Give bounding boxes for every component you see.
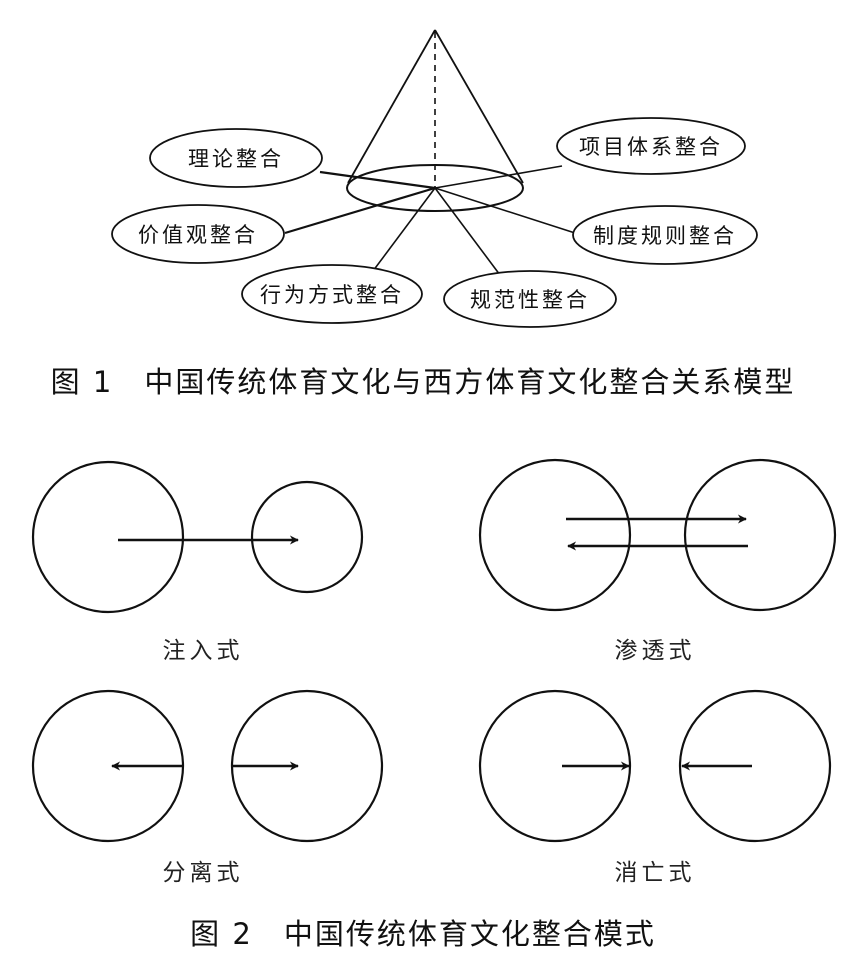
node-values: 价值观整合 — [111, 204, 285, 264]
figure1-caption: 图 1 中国传统体育文化与西方体育文化整合关系模型 — [51, 365, 796, 399]
label-penetration: 渗透式 — [615, 638, 696, 664]
mode-penetration: 渗透式 — [478, 458, 837, 664]
spoke-institutions — [434, 187, 576, 234]
cone-base-ellipse — [346, 164, 524, 212]
node-institutions: 制度规则整合 — [572, 205, 758, 265]
figure2-modes: 注入式 渗透式 分离式 消亡式 — [31, 458, 837, 886]
node-norms: 规范性整合 — [443, 270, 617, 328]
figure2-caption: 图 2 中国传统体育文化整合模式 — [190, 917, 656, 951]
mode-injection: 注入式 — [31, 460, 364, 664]
circle-left — [478, 458, 632, 612]
label-theory: 理论整合 — [188, 147, 284, 171]
node-behavior: 行为方式整合 — [241, 264, 423, 324]
circle-left — [478, 689, 632, 843]
label-values: 价值观整合 — [138, 223, 258, 247]
spoke-norms — [434, 187, 501, 276]
spoke-theory — [319, 170, 436, 190]
mode-extinction: 消亡式 — [478, 689, 832, 886]
spoke-projects — [434, 165, 563, 189]
label-norms: 规范性整合 — [470, 288, 590, 312]
label-injection: 注入式 — [163, 638, 244, 664]
figure1-cone-model: 理论整合 价值观整合 行为方式整合 规范性整合 制度规则整合 项目体系整合 — [111, 29, 758, 328]
node-projects: 项目体系整合 — [556, 117, 746, 175]
label-separation: 分离式 — [163, 860, 244, 886]
circle-right — [678, 689, 832, 843]
label-institutions: 制度规则整合 — [593, 224, 737, 248]
cone-left-edge — [347, 29, 436, 184]
label-projects: 项目体系整合 — [579, 135, 723, 159]
cone-right-edge — [434, 29, 524, 184]
label-behavior: 行为方式整合 — [260, 283, 404, 307]
spoke-behavior — [369, 187, 436, 276]
mode-separation: 分离式 — [31, 689, 384, 886]
label-extinction: 消亡式 — [615, 860, 696, 886]
circle-small — [250, 480, 364, 594]
node-theory: 理论整合 — [149, 128, 323, 188]
circle-large — [31, 460, 185, 614]
spoke-values — [284, 186, 436, 235]
circle-right — [683, 458, 837, 612]
